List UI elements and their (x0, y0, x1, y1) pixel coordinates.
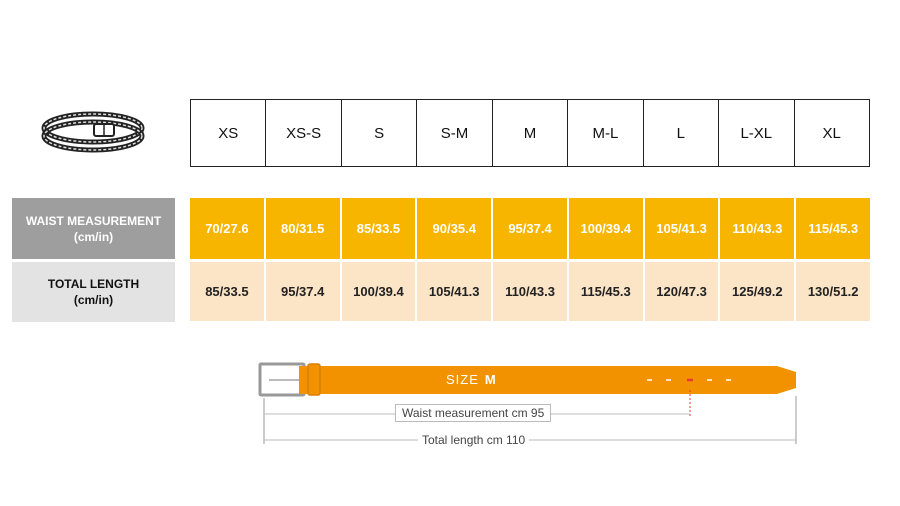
size-header-cell: L (644, 100, 720, 166)
total-value-cell: 85/33.5 (190, 262, 266, 321)
total-length-row: 85/33.5 95/37.4 100/39.4 105/41.3 110/43… (190, 262, 871, 321)
waist-label-unit: (cm/in) (73, 229, 114, 244)
total-value-cell: 110/43.3 (493, 262, 569, 321)
size-header-cell: S-M (417, 100, 493, 166)
waist-value-cell: 115/45.3 (796, 198, 871, 259)
waist-measurement-label: WAIST MEASUREMENT (cm/in) (12, 198, 175, 259)
total-value-cell: 100/39.4 (341, 262, 418, 321)
total-label-title: TOTAL LENGTH (47, 277, 140, 291)
waist-value-cell: 105/41.3 (644, 198, 721, 259)
waist-value-cell: 110/43.3 (720, 198, 797, 259)
size-header-cell: XS (191, 100, 267, 166)
total-label-unit: (cm/in) (73, 293, 114, 307)
braided-belt-icon (41, 111, 145, 153)
belt-size-tag: SIZE M (446, 372, 497, 387)
belt-keeper (307, 363, 321, 396)
total-value-cell: 95/37.4 (265, 262, 342, 321)
waist-value-cell: 100/39.4 (568, 198, 645, 259)
belt-measurement-diagram (258, 362, 797, 444)
size-header-cell: M-L (568, 100, 644, 166)
size-header-cell: S (342, 100, 418, 166)
waist-value-cell: 80/31.5 (265, 198, 342, 259)
total-value-cell: 120/47.3 (644, 262, 721, 321)
waist-label-title: WAIST MEASUREMENT (25, 213, 162, 228)
total-value-cell: 115/45.3 (568, 262, 645, 321)
size-header-cell: XL (822, 124, 841, 142)
total-value-cell: 130/51.2 (796, 262, 871, 321)
size-value: M (484, 372, 497, 387)
waist-measurement-caption: Waist measurement cm 95 (395, 404, 552, 422)
belt-strap (299, 366, 796, 394)
size-header-cell: M (493, 100, 569, 166)
waist-measurement-row: 70/27.6 80/31.5 85/33.5 90/35.4 95/37.4 … (190, 198, 871, 259)
size-header-cell: XS-S (266, 100, 342, 166)
total-value-cell: 105/41.3 (417, 262, 494, 321)
total-length-label: TOTAL LENGTH (cm/in) (12, 262, 175, 322)
waist-value-cell: 70/27.6 (190, 198, 266, 259)
size-header-row: XS XS-S S S-M M M-L L L-XL XL (190, 99, 870, 167)
waist-value-cell: 90/35.4 (417, 198, 494, 259)
waist-value-cell: 85/33.5 (341, 198, 418, 259)
total-length-caption: Total length cm 110 (418, 432, 530, 448)
size-prefix: SIZE (446, 372, 479, 387)
size-header-cell: L-XL (719, 100, 795, 166)
total-value-cell: 125/49.2 (720, 262, 797, 321)
waist-value-cell: 95/37.4 (493, 198, 569, 259)
